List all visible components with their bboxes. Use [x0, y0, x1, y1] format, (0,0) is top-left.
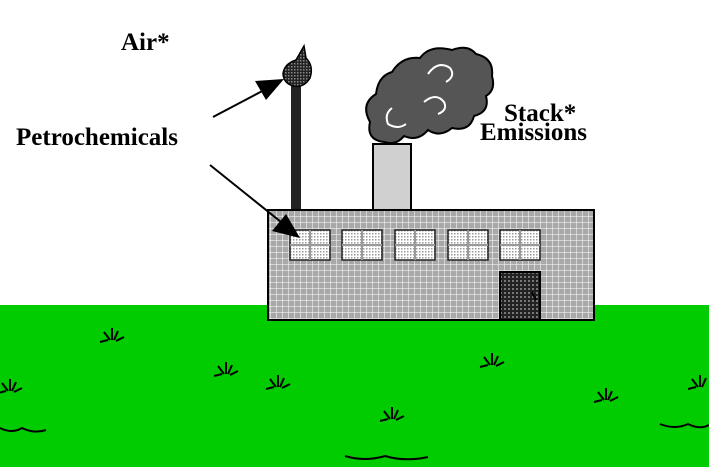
petrochemicals-arrow	[209, 164, 287, 227]
stack-label: Stack*	[504, 100, 577, 127]
grass-tuft-icon	[0, 328, 709, 461]
air-arrow	[212, 87, 269, 118]
petrochemicals-label: Petrochemicals	[16, 124, 178, 151]
smoke-icon	[365, 46, 495, 145]
flare-stack-pipe	[291, 84, 301, 212]
grass-field	[0, 305, 709, 467]
factory-icon	[267, 209, 595, 321]
factory-windows	[289, 229, 541, 261]
air-label: Air*	[121, 29, 170, 56]
flare-stack-icon	[282, 43, 313, 88]
chimney-icon	[372, 143, 412, 213]
door-handle	[531, 291, 537, 301]
arrow-icon	[209, 79, 300, 238]
emissions-label: Emissions	[480, 119, 587, 146]
